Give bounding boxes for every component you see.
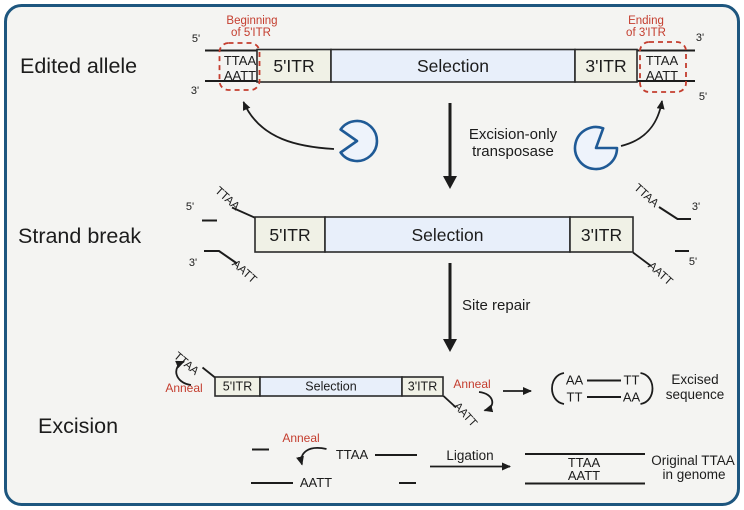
ex-right-anneal-label: Anneal <box>453 377 490 391</box>
sb-left-5p: 5' <box>186 201 194 213</box>
ex-left-flap-line <box>201 366 216 379</box>
sb-left-bottom-stub <box>204 250 238 265</box>
ea-label-3itr: 3'ITR <box>585 56 626 76</box>
ea-right-site-aatt: AATT <box>646 68 678 83</box>
ea-left-site-aatt: AATT <box>224 68 256 83</box>
step2-label: Site repair <box>462 297 530 314</box>
ea-end-3p-top-right: 3' <box>696 32 704 44</box>
lig-aatt: AATT <box>300 475 332 490</box>
lig-ttaa: TTAA <box>336 447 369 462</box>
result-caption-line2: in genome <box>662 467 725 482</box>
ex-left-anneal-arrow <box>175 360 192 386</box>
sb-right-5p: 5' <box>689 256 697 268</box>
sb-label-3itr: 3'ITR <box>581 225 622 245</box>
result-ttaa: TTAA <box>568 455 601 470</box>
transposase-pacman-right-icon <box>573 125 619 171</box>
section-label-edited-allele: Edited allele <box>20 54 137 78</box>
excised-right-arc <box>640 372 654 405</box>
sb-right-3p: 3' <box>692 201 700 213</box>
note-ending-line1: Ending <box>628 15 664 27</box>
step1-label-line2: transposase <box>472 143 554 160</box>
ea-left-site-outline <box>218 42 261 91</box>
lig-anneal-label: Anneal <box>282 431 319 445</box>
note-ending-line2: of 3'ITR <box>626 27 666 39</box>
sb-label-selection: Selection <box>412 225 484 245</box>
sb-right-aatt-line <box>632 251 652 267</box>
sb-left-ttaa-line <box>231 206 256 219</box>
ea-box-3itr <box>574 48 638 83</box>
note-beginning-line2: of 5'ITR <box>231 27 271 39</box>
excised-caption-line1: Excised <box>671 372 718 387</box>
ea-label-selection: Selection <box>417 56 489 76</box>
sb-box-3itr <box>569 216 634 253</box>
ex-label-selection: Selection <box>305 380 356 394</box>
step1-arrowhead <box>443 176 457 189</box>
ea-right-site-outline <box>639 41 687 93</box>
ex-right-flap-line <box>442 395 457 409</box>
excised-tt-bottom-left: TT <box>567 390 583 405</box>
ea-left-site-ttaa: TTAA <box>224 53 257 68</box>
ea-arrow-to-right-site <box>620 100 665 147</box>
excised-aa-top-left: AA <box>566 373 584 388</box>
excised-caption-line2: sequence <box>666 387 725 402</box>
sb-box-5itr <box>254 216 326 253</box>
result-aatt: AATT <box>568 468 600 483</box>
note-beginning-line1: Beginning <box>226 15 277 27</box>
sb-right-top-stub <box>658 206 691 220</box>
ex-label-5itr: 5'ITR <box>223 380 252 394</box>
sb-label-5itr: 5'ITR <box>269 225 310 245</box>
excised-left-arc <box>551 372 565 405</box>
lig-anneal-arrow <box>296 447 327 466</box>
ea-end-5p-bottom-right: 5' <box>699 91 707 103</box>
ea-end-5p-top-left: 5' <box>192 33 200 45</box>
ea-right-site-ttaa: TTAA <box>646 53 679 68</box>
excised-tt-top-right: TT <box>624 373 640 388</box>
sb-box-selection <box>324 216 571 253</box>
ex-left-anneal-label: Anneal <box>165 381 202 395</box>
ea-label-5itr: 5'ITR <box>273 56 314 76</box>
lig-label: Ligation <box>446 448 493 463</box>
ex-box-3itr <box>401 376 444 397</box>
section-label-excision: Excision <box>38 414 118 438</box>
step1-label-line1: Excision-only <box>469 126 558 143</box>
ea-end-3p-bottom-left: 3' <box>191 85 199 97</box>
ex-right-anneal-arrow <box>478 391 494 413</box>
result-caption-line1: Original TTAA <box>651 453 735 468</box>
ex-label-3itr: 3'ITR <box>408 380 437 394</box>
ea-arrow-to-left-site <box>242 101 335 150</box>
section-label-strand-break: Strand break <box>18 224 141 248</box>
transposase-pacman-left-icon <box>339 119 379 163</box>
sb-left-3p: 3' <box>189 257 197 269</box>
excised-aa-bottom-right: AA <box>623 390 641 405</box>
step2-arrowhead <box>443 339 457 352</box>
